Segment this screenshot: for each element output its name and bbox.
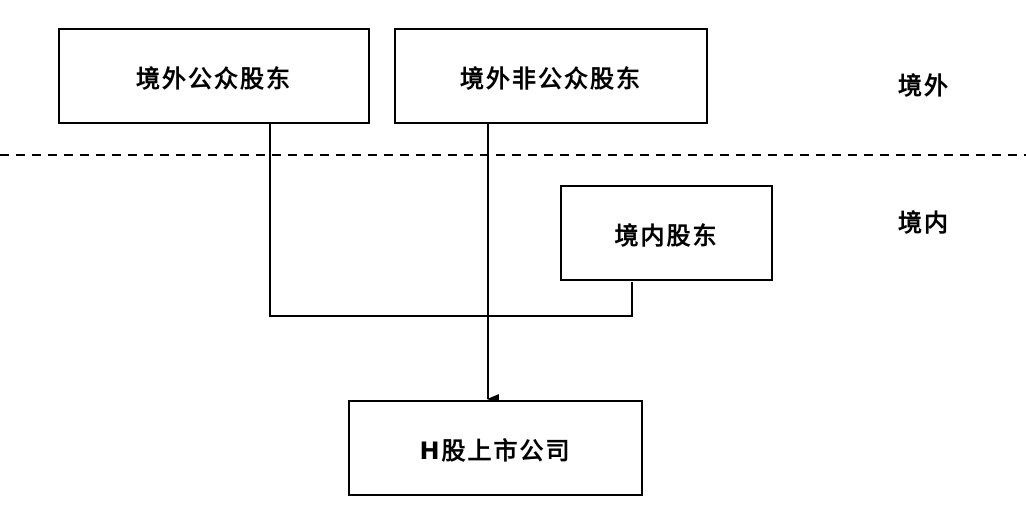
foreign-nonpublic-shareholders-label: 境外非公众股东 <box>460 64 642 93</box>
domestic-shareholders-box: 境内股东 <box>560 185 773 281</box>
foreign-public-shareholders-label: 境外公众股东 <box>136 64 292 93</box>
domestic-connector <box>488 282 633 317</box>
foreign-public-connector <box>269 122 488 317</box>
foreign-nonpublic-shareholders-box: 境外非公众股东 <box>394 28 708 124</box>
foreign-public-shareholders-box: 境外公众股东 <box>58 28 370 124</box>
domestic-shareholders-label: 境内股东 <box>614 221 719 250</box>
domestic-zone-label: 境内 <box>898 209 950 237</box>
overseas-zone-label: 境外 <box>898 72 950 100</box>
h-share-listed-company-label: H股上市公司 <box>419 436 572 465</box>
h-share-listed-company-box: H股上市公司 <box>348 400 643 496</box>
